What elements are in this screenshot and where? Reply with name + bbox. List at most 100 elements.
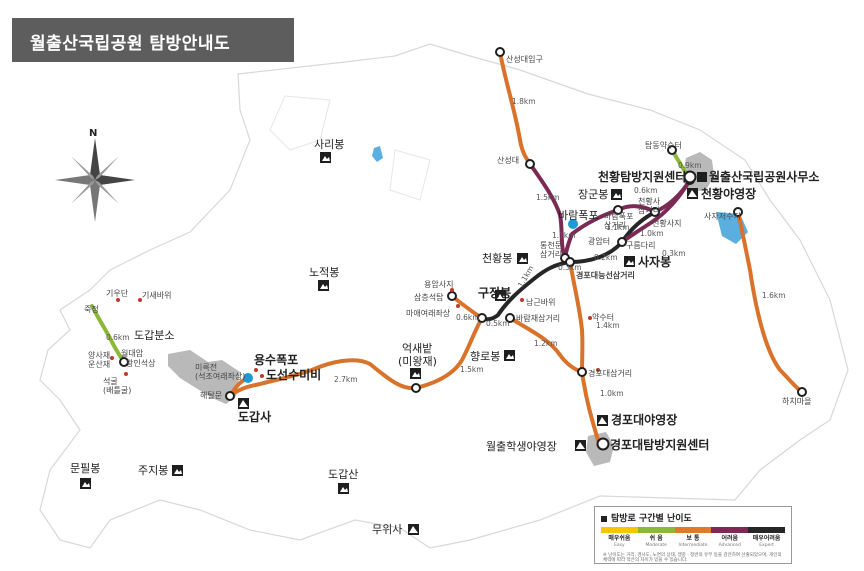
label-baram-junction-text-line-2: 삼거리 xyxy=(604,220,626,230)
mountain-icon-hyangrobong xyxy=(504,350,515,361)
dogapsa-area xyxy=(168,350,240,404)
label-mireukjeon: 미륵전(석조여래좌상) xyxy=(195,362,245,381)
label-miwangjae: (미왕재) xyxy=(398,355,437,368)
label-wanginseoksang: 왕인석상 xyxy=(126,358,156,368)
label-cheonhwangsa-junction-text: 천황사 xyxy=(638,196,661,206)
label-jujibong: 주지봉 xyxy=(138,464,168,477)
poi-dots xyxy=(110,288,600,378)
legend-swatch-moderate xyxy=(637,527,675,533)
label-dogapsa: 도갑사 xyxy=(238,409,271,424)
dist-16: 1.5km xyxy=(460,365,484,374)
label-nojeokbong: 노적봉 xyxy=(309,266,339,279)
temple-icon-muwisa xyxy=(408,524,419,535)
label-saribong: 사리봉 xyxy=(314,138,344,151)
dist-1: 1.5km xyxy=(536,193,560,202)
legend-swatch-intermediate xyxy=(674,527,712,533)
label-cheonhwangbong: 천황봉 xyxy=(482,251,512,265)
label-doseon-stele: 도선수미비 xyxy=(266,367,321,382)
legend-title: 탐방로 구간별 난이도 xyxy=(601,511,692,524)
legend-swatch-advanced xyxy=(711,527,749,533)
label-gujeongbong: 구정봉 xyxy=(478,285,511,300)
mountain-icon-gujeongbong xyxy=(495,290,506,301)
label-sanseongdae: 산성대 xyxy=(497,155,519,165)
trail-sanseong-upper xyxy=(498,50,532,166)
dist-19: 0.6km xyxy=(106,333,130,342)
label-janggunbong: 장군봉 xyxy=(578,188,608,201)
legend-swatch-easy xyxy=(601,527,638,533)
mountain-icon-munpilbong xyxy=(80,478,91,489)
label-samcheongseoktap: 삼층석탑 xyxy=(414,292,444,302)
dist-14: 1.4km xyxy=(596,321,620,330)
label-dogapsan: 도갑산 xyxy=(328,468,358,481)
info-center-icon-cheonhwang xyxy=(683,170,697,184)
mountain-icon-okssaebat xyxy=(410,368,421,379)
label-sukgul-text-line-2: (배틀굴) xyxy=(103,386,131,395)
label-student-camp: 월출학생야영장 xyxy=(486,440,557,453)
label-sukgul: 석굴(배틀굴) xyxy=(103,376,131,395)
camp-icon-gyeongpo xyxy=(597,415,608,426)
dist-8: 0.2km xyxy=(594,253,618,262)
dist-15: 1.0km xyxy=(600,389,624,398)
camp-icon-dogapsa xyxy=(238,398,249,409)
compass: N xyxy=(55,128,135,222)
label-tapdong-spring: 탑동약수터 xyxy=(645,140,682,150)
compass-north-label: N xyxy=(89,128,97,139)
mountain-icon-jujibong xyxy=(172,465,183,476)
legend-note: ※ 난이도는 거리, 경사도, 노면의 상태, 맹중 · 정반의 유무 등을 감… xyxy=(603,553,782,563)
label-gyeongpo-center: 경포대탐방지원센터 xyxy=(610,437,709,452)
trail-dogapsa-main xyxy=(228,316,484,398)
label-sanseong-gate: 산성대입구 xyxy=(506,54,543,64)
camp-icon-cheonhwang xyxy=(687,188,698,199)
trail-gyeongpo-ridge xyxy=(568,260,600,442)
label-gidan: 기우단 xyxy=(106,288,129,298)
label-juksu: 죽정 xyxy=(84,304,99,314)
legend-color-bar xyxy=(601,527,785,533)
dist-18: 1.6km xyxy=(762,291,786,300)
mountain-icon-janggunbong xyxy=(611,189,622,200)
restroom-icon-yongsu xyxy=(243,373,253,383)
label-munpilbong: 문필봉 xyxy=(70,462,100,475)
label-tongcheonmun-text: 통천문 xyxy=(540,240,562,250)
mountain-icon-nojeokbong xyxy=(318,280,329,291)
trail-nodes xyxy=(119,47,807,401)
label-mireukjeon-text-line-2: (석조여래좌상) xyxy=(195,371,245,381)
mountain-icon-cheonhwangbong xyxy=(517,253,528,264)
dist-10: 1.1km xyxy=(516,264,536,289)
dist-4: 0.3km xyxy=(662,249,686,258)
restroom-icon-baram xyxy=(568,219,578,229)
label-cheonhwang-center: 천황탐방지원센터 xyxy=(598,169,686,184)
trail-juksu xyxy=(90,304,126,364)
label-yongamsaji: 용암사지 xyxy=(424,279,453,289)
label-hachimaeul: 하치마을 xyxy=(782,396,811,406)
label-gyeongpo-camp: 경포대야영장 xyxy=(611,412,677,427)
dist-6: 1.0km xyxy=(640,229,664,238)
label-gyeongpodae-junction: 경포대삼거리 xyxy=(588,368,632,378)
trail-hachi xyxy=(736,210,804,394)
label-muwisa: 무위사 xyxy=(372,523,402,536)
label-gureumdari: 구름다리 xyxy=(626,241,655,250)
label-haetalmun: 해탈문 xyxy=(200,390,222,400)
label-dogap-area: 도갑분소 xyxy=(134,329,174,342)
office-icon xyxy=(697,172,707,182)
label-hyangrobong: 향로봉 xyxy=(470,350,500,363)
dist-5: 1.1km xyxy=(552,231,576,240)
label-gisaebawi: 기새바위 xyxy=(142,290,171,300)
camp-icon-student xyxy=(575,440,586,451)
dist-11: 0.6km xyxy=(456,313,480,322)
label-gyeongpodae-ridge: 경포대능선삼거리 xyxy=(576,270,635,280)
dist-17: 2.7km xyxy=(334,375,358,384)
park-boundary xyxy=(39,43,849,549)
label-cheonhwang-camp: 천황야영장 xyxy=(701,186,756,201)
dist-2: 0.9km xyxy=(678,161,702,170)
title-banner: 월출산국립공원 탐방안내도 xyxy=(12,18,294,62)
dist-12: 0.5km xyxy=(486,319,510,328)
dist-7: 1.1km xyxy=(606,223,630,232)
